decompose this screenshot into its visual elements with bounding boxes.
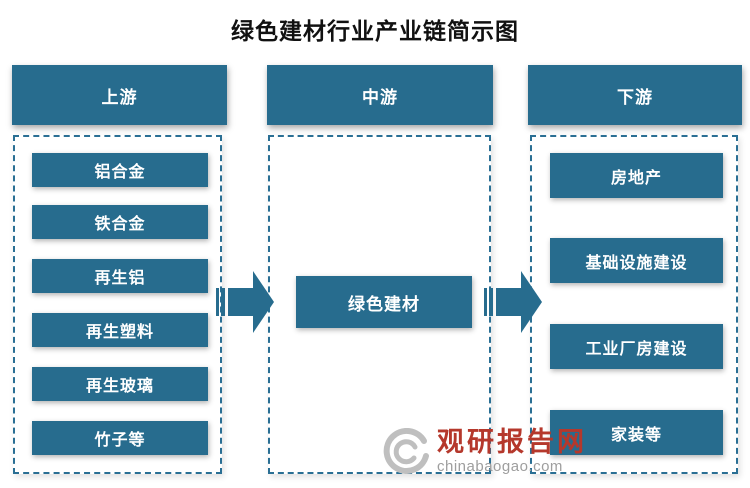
upstream-item-recycled-glass: 再生玻璃: [32, 367, 208, 401]
downstream-item-infrastructure: 基础设施建设: [550, 238, 723, 283]
flow-arrow-midstream-to-downstream-icon: [484, 271, 542, 333]
upstream-item-aluminum-alloy: 铝合金: [32, 153, 208, 187]
watermark-site-name: 观研报告网: [437, 426, 587, 457]
upstream-item-iron-alloy: 铁合金: [32, 205, 208, 239]
upstream-group-box: [13, 135, 222, 474]
watermark: 观研报告网 chinabaogao.com: [383, 428, 587, 474]
column-header-midstream: 中游: [267, 65, 493, 125]
downstream-item-industrial-plant: 工业厂房建设: [550, 324, 723, 369]
downstream-item-home-decoration: 家装等: [550, 410, 723, 455]
midstream-item-green-building-materials: 绿色建材: [296, 276, 472, 328]
upstream-item-recycled-aluminum: 再生铝: [32, 259, 208, 293]
column-header-upstream: 上游: [12, 65, 227, 125]
downstream-item-real-estate: 房地产: [550, 153, 723, 198]
upstream-item-bamboo-etc: 竹子等: [32, 421, 208, 455]
column-header-downstream: 下游: [528, 65, 742, 125]
flow-arrow-upstream-to-midstream-icon: [216, 271, 274, 333]
swirl-logo-icon: [383, 428, 429, 474]
diagram-title: 绿色建材行业产业链简示图: [231, 19, 519, 44]
watermark-site-url: chinabaogao.com: [437, 457, 563, 475]
upstream-item-recycled-plastic: 再生塑料: [32, 313, 208, 347]
